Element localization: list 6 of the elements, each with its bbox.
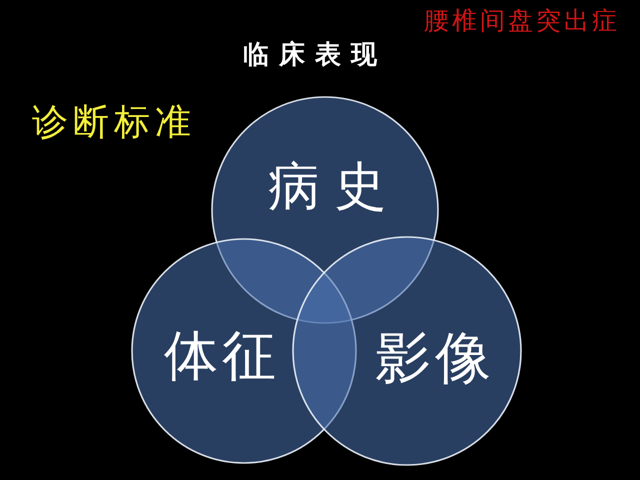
circle-label: 体征 [163,329,280,383]
slide-title: 临床表现 [242,42,387,68]
circle-label: 病史 [267,162,400,214]
circle-label: 影像 [374,331,495,387]
header-text: 腰椎间盘突出症 [424,9,620,34]
subtitle-text: 诊断标准 [32,104,196,140]
